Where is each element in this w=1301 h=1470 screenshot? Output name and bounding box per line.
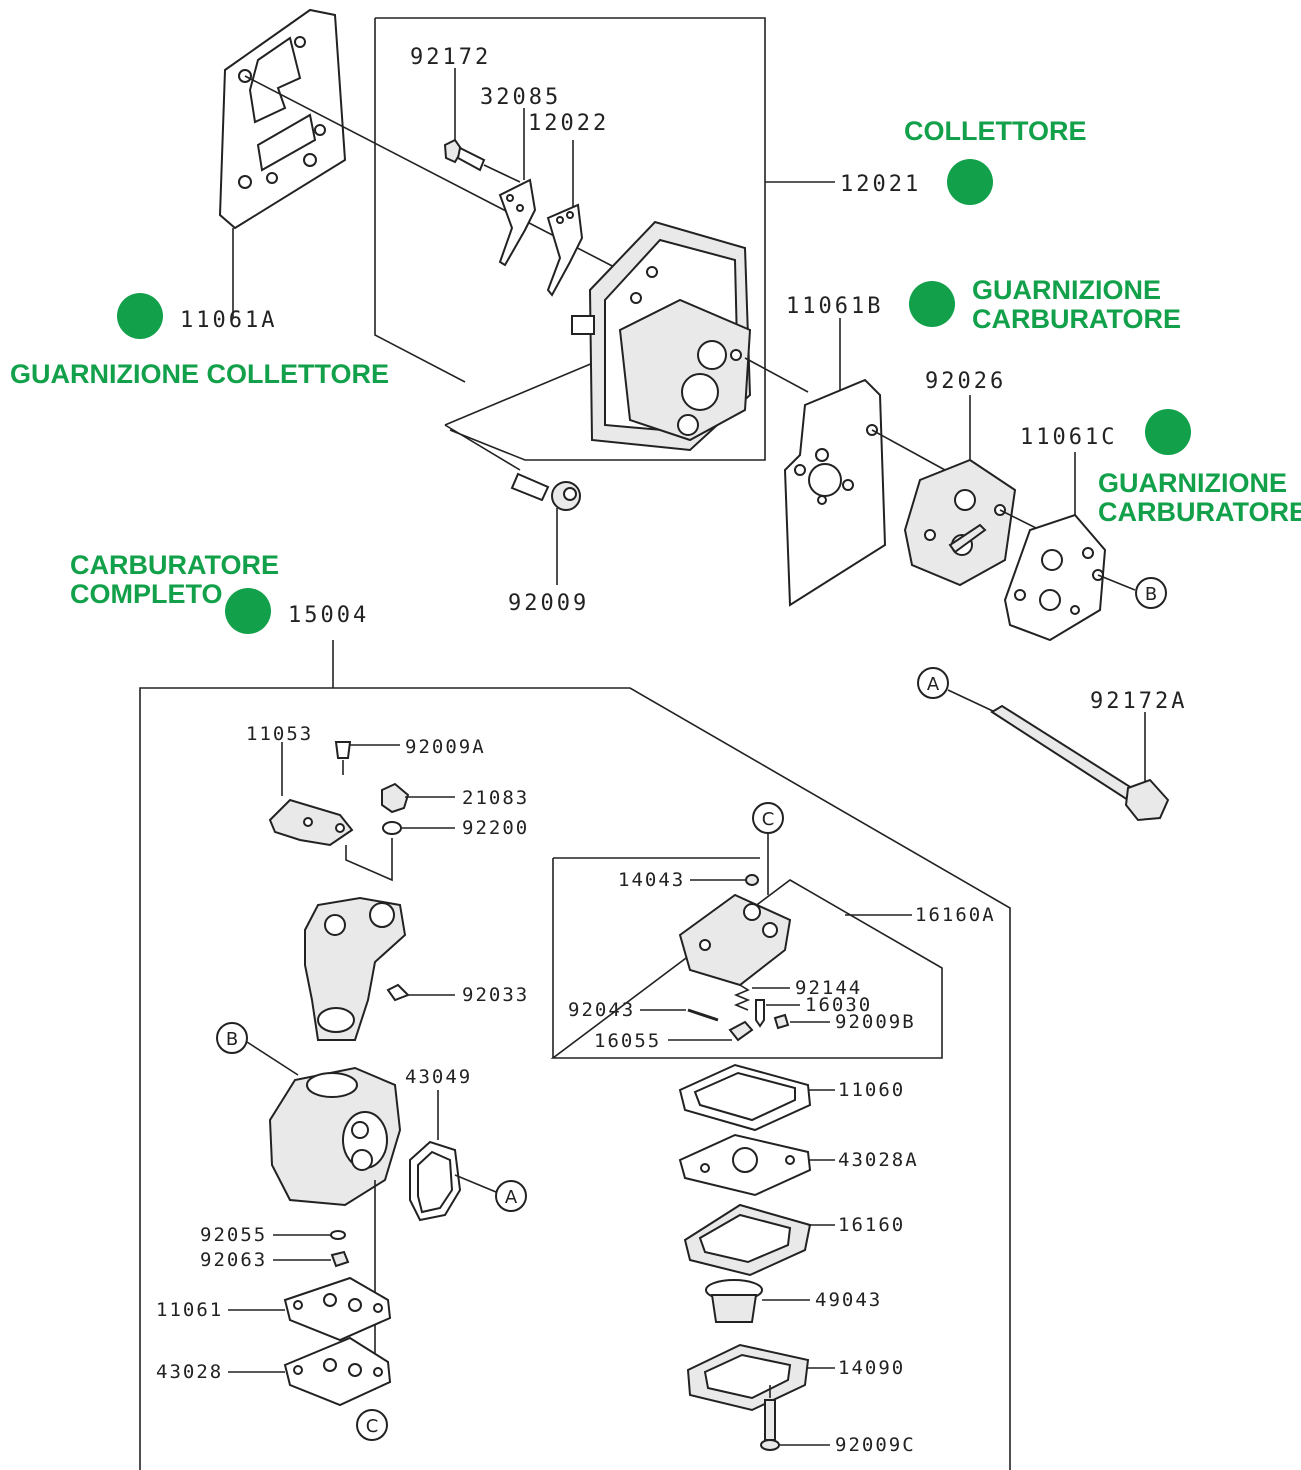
part-number-43028: 43028: [156, 1361, 223, 1383]
callout-carburatore-completo-line1: CARBURATORE: [70, 550, 279, 580]
part-number-92043: 92043: [568, 999, 635, 1021]
screw-92172: [443, 68, 521, 183]
gasket-11060: [678, 1063, 812, 1132]
screw-92009b: [773, 1013, 790, 1030]
diaphragm-43028: [283, 1336, 392, 1407]
part-number-16160: 16160: [838, 1214, 905, 1236]
callout-dot-carburatore-completo: [225, 588, 271, 634]
part-number-92055: 92055: [200, 1224, 267, 1246]
lever-16055: [728, 1020, 754, 1042]
spring-92144: [733, 984, 751, 1011]
reference-c-circle-bottom: [356, 1409, 388, 1441]
reference-b-label-carb: B: [226, 1029, 238, 1050]
reference-a-label-carb: A: [505, 1187, 518, 1208]
part-number-12021: 12021: [840, 172, 921, 197]
gasket-11061: [283, 1276, 392, 1342]
reference-c-label-top: C: [762, 809, 775, 830]
carburetor-gasket-11061b: [783, 318, 887, 607]
part-number-11061a: 11061A: [180, 308, 277, 333]
stopper-12022: [546, 140, 584, 297]
pin-92043: [687, 1008, 719, 1022]
part-number-11060: 11060: [838, 1079, 905, 1101]
washer-92200: [382, 821, 402, 835]
long-bolt-92172a: A: [917, 667, 1170, 822]
callout-guarnizione-collettore: GUARNIZIONE COLLETTORE: [10, 359, 389, 389]
callout-carburatore-completo-line2: COMPLETO: [70, 579, 223, 609]
reference-b-circle-carb: [216, 1022, 248, 1054]
part-number-32085: 32085: [480, 85, 561, 110]
callout-guarnizione-carburatore-b-line1: GUARNIZIONE: [972, 275, 1161, 305]
part-number-15004: 15004: [288, 603, 369, 628]
callout-dot-guarnizione-collettore: [117, 293, 163, 339]
screw-92009c: [760, 1399, 780, 1451]
part-number-16160a: 16160A: [915, 904, 996, 926]
part-number-11061: 11061: [156, 1299, 223, 1321]
reference-b-circle-top: [1135, 577, 1167, 609]
metering-body: [678, 893, 792, 987]
reference-b-label-top: B: [1145, 584, 1157, 605]
part-number-16030: 16030: [805, 994, 872, 1016]
needle-16030: [755, 999, 765, 1028]
part-number-92009: 92009: [508, 591, 589, 616]
part-number-12022: 12022: [528, 111, 609, 136]
cover-14090: [686, 1343, 810, 1412]
part-number-43049: 43049: [405, 1066, 472, 1088]
part-number-14043: 14043: [618, 869, 685, 891]
manifold-gasket-11061a: [218, 8, 347, 230]
clip-92033: [386, 983, 410, 1002]
part-number-21083: 21083: [462, 787, 529, 809]
bracket-11053: [268, 742, 354, 847]
o-ring-gasket-43049: [409, 1090, 462, 1222]
part-number-92026: 92026: [925, 369, 1006, 394]
callout-guarnizione-carburatore-c-line2: CARBURATORE: [1098, 497, 1301, 527]
intake-manifold-12021: [571, 220, 752, 452]
plug-14043: [745, 874, 759, 886]
bolt-92009: [510, 472, 581, 585]
part-number-92200: 92200: [462, 817, 529, 839]
part-number-92063: 92063: [200, 1249, 267, 1271]
insulator-92026: [903, 395, 1017, 587]
reference-a-label-bolt: A: [927, 674, 940, 695]
carburetor-gasket-11061c: [1003, 452, 1107, 642]
part-number-43028a: 43028A: [838, 1149, 919, 1171]
part-number-11061c: 11061C: [1020, 425, 1117, 450]
callout-guarnizione-carburatore-b-line2: CARBURATORE: [972, 304, 1181, 334]
diaphragm-43028a: [678, 1133, 812, 1197]
part-number-11061b: 11061B: [786, 294, 883, 319]
reference-a-circle-carb: [495, 1180, 527, 1212]
primer-bulb-49043: [705, 1279, 763, 1323]
part-number-92009a: 92009A: [405, 736, 486, 758]
part-number-92144: 92144: [795, 977, 862, 999]
screw-92063: [330, 1250, 350, 1268]
part-number-92033: 92033: [462, 984, 529, 1006]
part-number-49043: 49043: [815, 1289, 882, 1311]
callout-dot-guarnizione-carburatore-c: [1145, 409, 1191, 455]
callout-dot-collettore: [947, 159, 993, 205]
part-number-11053: 11053: [246, 723, 313, 745]
carburetor-main-body: [268, 1066, 402, 1207]
callout-collettore: COLLETTORE: [904, 116, 1087, 146]
callout-dot-guarnizione-carburatore-b: [909, 281, 955, 327]
washer-92055: [330, 1230, 346, 1240]
callout-guarnizione-carburatore-c-line1: GUARNIZIONE: [1098, 468, 1287, 498]
part-number-92172a: 92172A: [1090, 689, 1187, 714]
carburetor-upper-body: [304, 896, 407, 1041]
reed-valve-32085: [498, 108, 537, 267]
part-number-92009c: 92009C: [835, 1434, 916, 1456]
pump-cover-16160: [683, 1203, 812, 1277]
part-number-16055: 16055: [594, 1030, 661, 1052]
part-number-92172: 92172: [410, 45, 491, 70]
adjust-screw-21083: [381, 782, 410, 814]
part-number-14090: 14090: [838, 1357, 905, 1379]
part-number-92009b: 92009B: [835, 1011, 916, 1033]
reference-c-label-bottom: C: [366, 1416, 379, 1437]
